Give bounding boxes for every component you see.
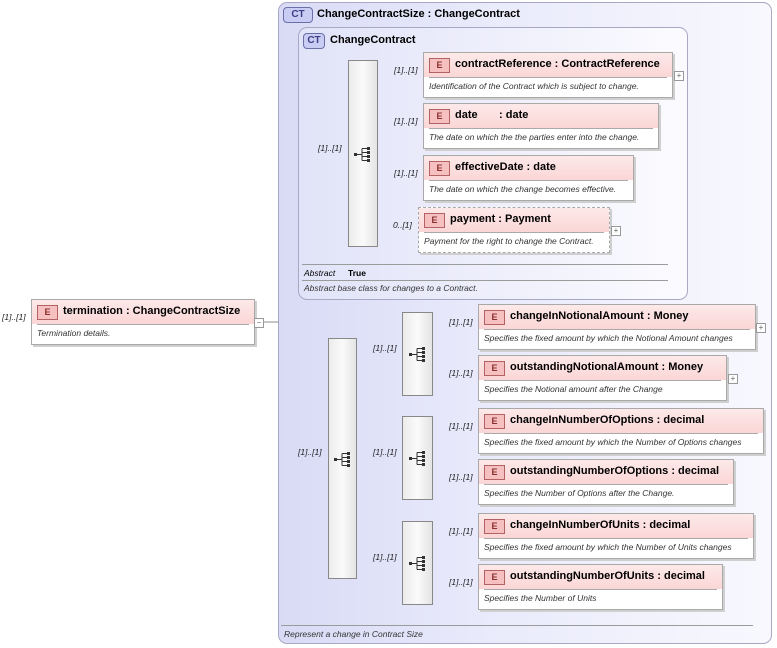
element-badge-icon: E: [429, 109, 450, 124]
element-cardinality: [1]..[1]: [449, 317, 473, 327]
element-cardinality: [1]..[1]: [449, 577, 473, 587]
element-cardinality: [1]..[1]: [394, 116, 418, 126]
element-outstanding-number-of-options[interactable]: E outstandingNumberOfOptions : decimal S…: [478, 459, 734, 505]
sequence-compositor[interactable]: [402, 416, 433, 500]
element-change-in-number-of-units[interactable]: E changeInNumberOfUnits : decimal Specif…: [478, 513, 754, 559]
complex-type-badge-icon: CT: [303, 33, 325, 49]
abstract-value: True: [348, 268, 366, 278]
expand-toggle-icon[interactable]: +: [728, 374, 738, 384]
expand-toggle-icon[interactable]: +: [674, 71, 684, 81]
element-cardinality: [1]..[1]: [449, 368, 473, 378]
element-effective-date[interactable]: E effectiveDate : date The date on which…: [423, 155, 634, 201]
element-description: Specifies the Number of Options after th…: [484, 488, 675, 498]
element-name: effectiveDate : date: [455, 161, 556, 173]
element-badge-icon: E: [484, 414, 505, 429]
element-name: outstandingNumberOfOptions : decimal: [510, 465, 720, 477]
sequence-icon: [408, 451, 425, 466]
element-cardinality: [1]..[1]: [449, 526, 473, 536]
element-badge-icon: E: [37, 305, 58, 320]
sequence-icon: [408, 556, 425, 571]
complex-type-footer: Represent a change in Contract Size: [284, 629, 423, 639]
element-name: changeInNumberOfOptions : decimal: [510, 414, 705, 426]
sequence-icon: [354, 146, 370, 162]
element-cardinality: [1]..[1]: [449, 472, 473, 482]
complex-type-title: ChangeContractSize : ChangeContract: [317, 8, 520, 20]
element-cardinality: [1]..[1]: [394, 168, 418, 178]
element-description: Specifies the fixed amount by which the …: [484, 542, 732, 552]
element-name: outstandingNumberOfUnits : decimal: [510, 570, 705, 582]
element-date[interactable]: E date : date The date on which the the …: [423, 103, 659, 149]
element-badge-icon: E: [424, 213, 445, 228]
sequence-cardinality: [1]..[1]: [373, 447, 397, 457]
element-name: payment : Payment: [450, 213, 551, 225]
element-description: Termination details.: [37, 328, 111, 338]
complex-type-badge-icon: CT: [283, 7, 313, 23]
sequence-icon: [333, 451, 350, 467]
element-badge-icon: E: [429, 58, 450, 73]
sequence-cardinality: [1]..[1]: [373, 552, 397, 562]
inner-type-description: Abstract base class for changes to a Con…: [304, 283, 478, 293]
element-description: Payment for the right to change the Cont…: [424, 236, 594, 246]
element-description: The date on which the change becomes eff…: [429, 184, 617, 194]
element-description: Specifies the fixed amount by which the …: [484, 333, 733, 343]
element-contract-reference[interactable]: E contractReference : ContractReference …: [423, 52, 673, 98]
sequence-compositor[interactable]: [348, 60, 378, 247]
element-badge-icon: E: [484, 519, 505, 534]
element-badge-icon: E: [484, 465, 505, 480]
expand-toggle-icon[interactable]: +: [756, 323, 766, 333]
element-description: The date on which the the parties enter …: [429, 132, 640, 142]
element-badge-icon: E: [429, 161, 450, 176]
element-cardinality: [1]..[1]: [449, 421, 473, 431]
element-change-in-number-of-options[interactable]: E changeInNumberOfOptions : decimal Spec…: [478, 408, 764, 454]
element-badge-icon: E: [484, 361, 505, 376]
abstract-label: Abstract: [304, 268, 336, 278]
sequence-cardinality: [1]..[1]: [373, 343, 397, 353]
sequence-icon: [408, 347, 425, 362]
element-name: date : date: [455, 109, 529, 121]
sequence-cardinality: [1]..[1]: [318, 143, 342, 153]
element-name: termination : ChangeContractSize: [63, 305, 241, 317]
element-name: outstandingNotionalAmount : Money: [510, 361, 704, 373]
element-name: contractReference : ContractReference: [455, 58, 660, 70]
element-name: changeInNumberOfUnits : decimal: [510, 519, 691, 531]
element-description: Specifies the Number of Units: [484, 593, 597, 603]
element-payment[interactable]: E payment : Payment Payment for the righ…: [418, 207, 610, 253]
element-outstanding-number-of-units[interactable]: E outstandingNumberOfUnits : decimal Spe…: [478, 564, 723, 610]
element-description: Identification of the Contract which is …: [429, 81, 639, 91]
element-cardinality: 0..[1]: [393, 220, 412, 230]
element-description: Specifies the fixed amount by which the …: [484, 437, 742, 447]
element-badge-icon: E: [484, 570, 505, 585]
inner-type-title: ChangeContract: [330, 34, 416, 46]
sequence-cardinality: [1]..[1]: [298, 447, 322, 457]
root-cardinality: [1]..[1]: [2, 312, 26, 322]
expand-toggle-icon[interactable]: +: [611, 226, 621, 236]
element-badge-icon: E: [484, 310, 505, 325]
sequence-compositor[interactable]: [328, 338, 357, 579]
element-description: Specifies the Notional amount after the …: [484, 384, 663, 394]
element-termination[interactable]: E termination : ChangeContractSize Termi…: [31, 299, 255, 345]
collapse-toggle-icon[interactable]: −: [254, 318, 264, 328]
element-outstanding-notional-amount[interactable]: E outstandingNotionalAmount : Money Spec…: [478, 355, 727, 401]
sequence-compositor[interactable]: [402, 312, 433, 396]
element-cardinality: [1]..[1]: [394, 65, 418, 75]
element-change-in-notional-amount[interactable]: E changeInNotionalAmount : Money Specifi…: [478, 304, 756, 350]
element-name: changeInNotionalAmount : Money: [510, 310, 689, 322]
sequence-compositor[interactable]: [402, 521, 433, 605]
